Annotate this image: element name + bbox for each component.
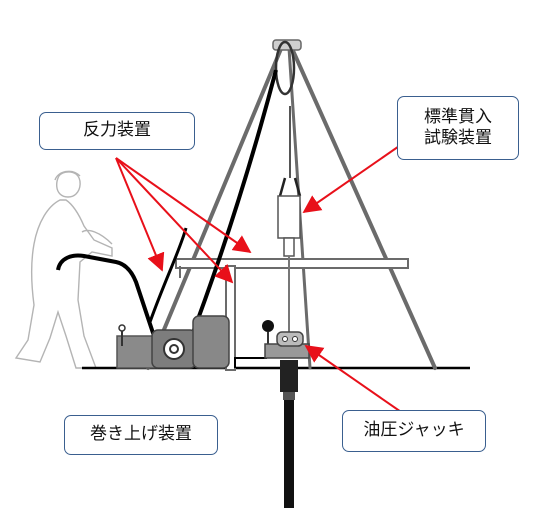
callout-arrows: [115, 141, 406, 415]
hydraulic-jack-label: 油圧ジャッキ: [342, 410, 486, 452]
winch-cable: [186, 69, 278, 347]
winch-machine-icon: [56, 253, 267, 369]
sampler-rod-icon: [280, 360, 298, 508]
drop-hammer-icon: [277, 106, 302, 344]
hydraulic-jack-icon: [262, 320, 310, 359]
pulley-wheel: [274, 40, 296, 96]
reaction-device-label: 反力装置: [39, 112, 195, 150]
winch-device-label: 巻き上げ装置: [64, 415, 218, 455]
winch-cable-secondary: [148, 227, 188, 323]
operator-silhouette-icon: [14, 170, 113, 369]
spt-device-label: 標準貫入 試験装置: [397, 96, 519, 160]
reaction-platform: [175, 258, 409, 371]
